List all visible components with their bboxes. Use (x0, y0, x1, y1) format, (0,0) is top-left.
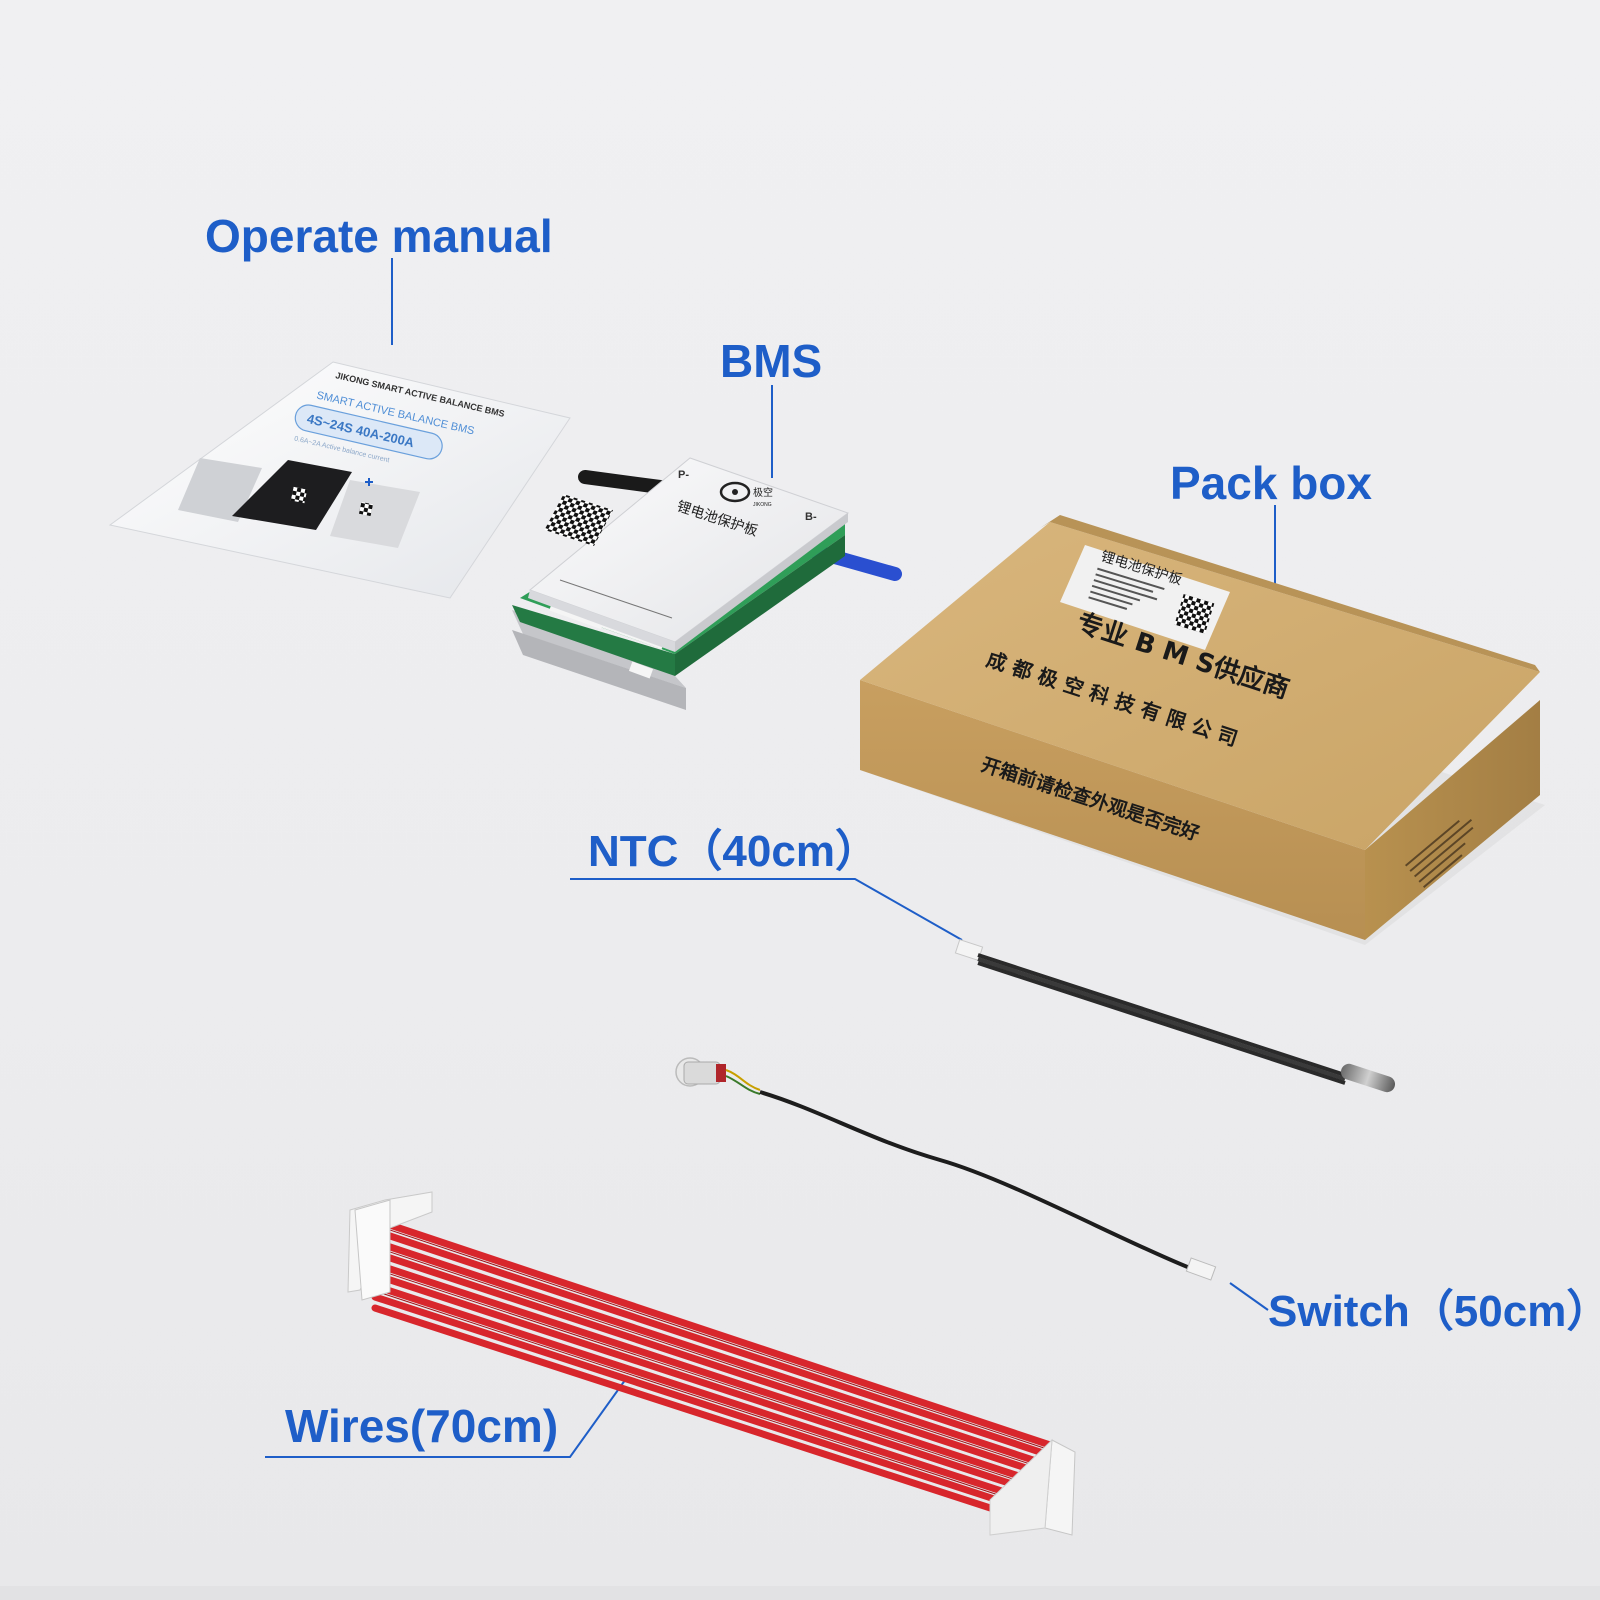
label-ntc: NTC（40cm） (588, 827, 879, 876)
label-switch: Switch（50cm） (1268, 1287, 1600, 1336)
pack-box: 锂电池保护板 专业 B M S供应商 成 都 极 空 科 技 有 限 公 司 开… (860, 515, 1545, 945)
bms-qr-code (544, 494, 614, 546)
label-wires: Wires(70cm) (285, 1400, 559, 1452)
bms-brand-en: JIKONG (753, 502, 772, 508)
bms-terminal-p: P- (678, 469, 689, 481)
label-operate-manual: Operate manual (205, 210, 553, 262)
bms-brand-cn: 极空 (753, 486, 773, 499)
ntc-leader (570, 878, 963, 941)
label-pack-box: Pack box (1170, 457, 1372, 509)
bms-board: P- B- 极空 JIKONG 锂电池保护板 (512, 457, 902, 710)
bottom-strip (0, 1586, 1600, 1600)
leader-lines (265, 258, 1276, 1458)
manual-spec-badge-frame (294, 404, 443, 460)
ntc-sensor (954, 939, 1396, 1093)
wires-harness (347, 1191, 1076, 1536)
switch-leader (1229, 1282, 1269, 1311)
label-bms: BMS (720, 335, 823, 387)
bms-logo: 极空 JIKONG (719, 481, 773, 508)
operate-manual: JIKONG SMART ACTIVE BALANCE BMS SMART AC… (108, 361, 571, 599)
wires-leader (265, 1375, 629, 1458)
switch-cable (675, 1057, 1217, 1281)
bms-terminal-b: B- (805, 511, 817, 523)
